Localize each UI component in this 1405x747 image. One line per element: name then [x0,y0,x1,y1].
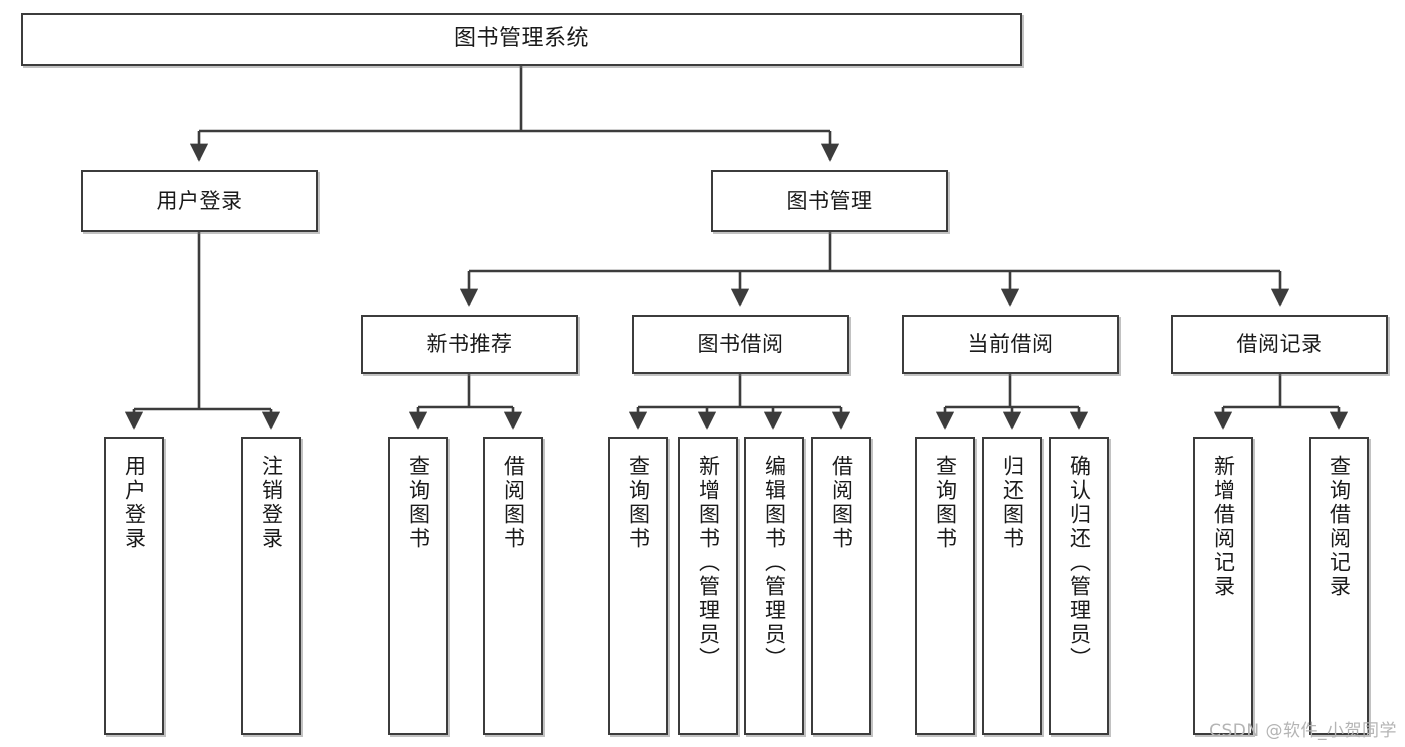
node-leaf-borrow-book-2-label: 借阅图书 [829,455,854,551]
node-leaf-add-record-label: 新增借阅记录 [1211,455,1236,599]
node-leaf-confirm-return[interactable]: 确认归还（管理员） [1049,437,1109,735]
node-leaf-query-book-1[interactable]: 查询图书 [388,437,448,735]
node-leaf-borrow-book-1-label: 借阅图书 [501,455,526,551]
node-book-borrow[interactable]: 图书借阅 [632,315,849,374]
node-new-book-rec[interactable]: 新书推荐 [361,315,578,374]
node-leaf-query-book-1-label: 查询图书 [406,455,431,551]
node-leaf-user-login[interactable]: 用户登录 [104,437,164,735]
node-leaf-logout[interactable]: 注销登录 [241,437,301,735]
node-borrow-record-label: 借阅记录 [1236,332,1323,357]
node-leaf-query-book-3[interactable]: 查询图书 [915,437,975,735]
node-book-borrow-label: 图书借阅 [697,332,784,357]
node-leaf-query-book-2-label: 查询图书 [626,455,651,551]
node-user-login-label: 用户登录 [156,188,243,213]
node-root[interactable]: 图书管理系统 [21,13,1022,66]
node-leaf-logout-label: 注销登录 [259,455,284,551]
node-leaf-return-book[interactable]: 归还图书 [982,437,1042,735]
node-leaf-confirm-return-label: 确认归还（管理员） [1067,455,1092,671]
node-leaf-add-book-label: 新增图书（管理员） [696,455,721,671]
node-root-label: 图书管理系统 [453,26,589,52]
node-borrow-record[interactable]: 借阅记录 [1171,315,1388,374]
node-leaf-borrow-book-2[interactable]: 借阅图书 [811,437,871,735]
node-new-book-rec-label: 新书推荐 [426,332,513,357]
node-leaf-edit-book[interactable]: 编辑图书（管理员） [744,437,804,735]
node-leaf-add-book[interactable]: 新增图书（管理员） [678,437,738,735]
node-leaf-query-record-label: 查询借阅记录 [1327,455,1352,599]
node-leaf-add-record[interactable]: 新增借阅记录 [1193,437,1253,735]
node-leaf-user-login-label: 用户登录 [122,455,147,551]
csdn-watermark: CSDN @软件_小贺同学 [1209,721,1397,741]
node-leaf-query-book-2[interactable]: 查询图书 [608,437,668,735]
node-leaf-query-book-3-label: 查询图书 [933,455,958,551]
node-leaf-edit-book-label: 编辑图书（管理员） [762,455,787,671]
node-leaf-return-book-label: 归还图书 [1000,455,1025,551]
node-book-manage[interactable]: 图书管理 [711,170,948,232]
node-current-borrow[interactable]: 当前借阅 [902,315,1119,374]
node-leaf-borrow-book-1[interactable]: 借阅图书 [483,437,543,735]
node-book-manage-label: 图书管理 [786,188,873,213]
node-user-login[interactable]: 用户登录 [81,170,318,232]
node-leaf-query-record[interactable]: 查询借阅记录 [1309,437,1369,735]
node-current-borrow-label: 当前借阅 [967,332,1054,357]
